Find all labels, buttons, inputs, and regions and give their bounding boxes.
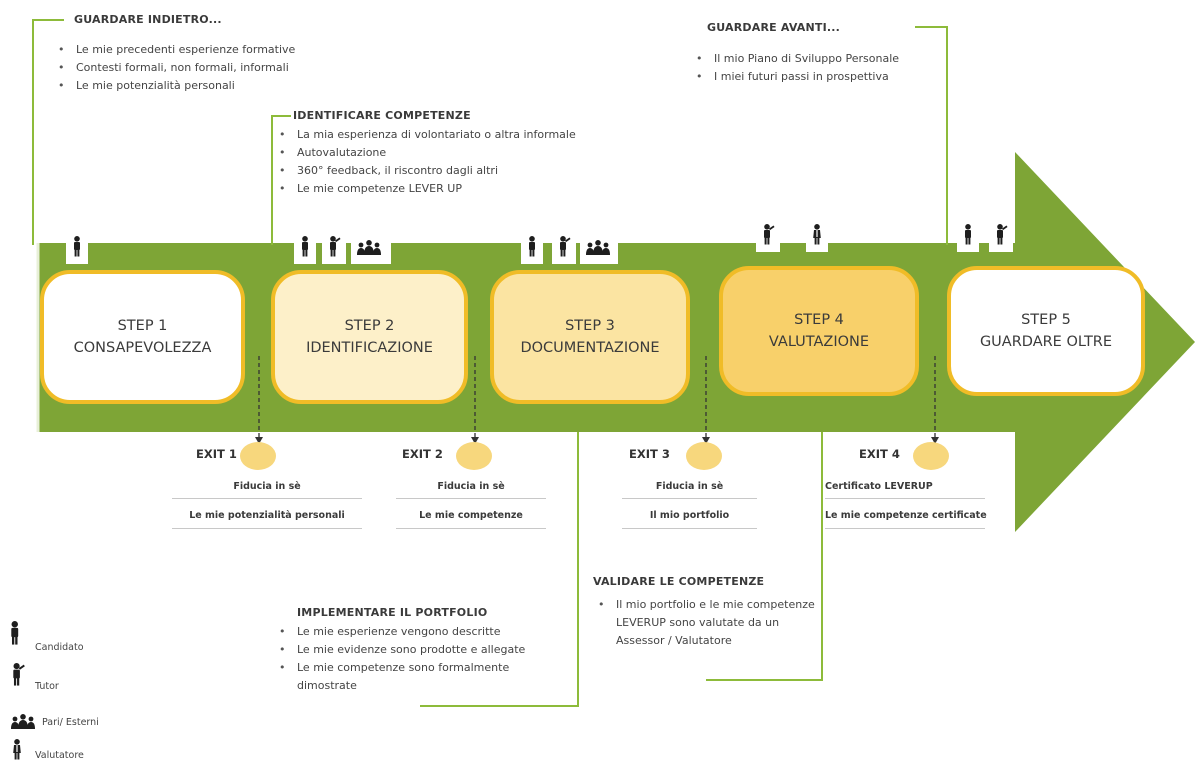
exit-1-row-2: Le mie potenzialità personali (189, 510, 345, 521)
step-2-number: STEP 2 (344, 318, 395, 334)
step-5-box: STEP 5 GUARDARE OLTRE (947, 266, 1145, 396)
assessor-icon (12, 739, 22, 760)
step-2-title: IDENTIFICAZIONE (306, 340, 433, 356)
list-item: Le mie esperienze vengono descritte (279, 623, 597, 641)
exit-3-marker (686, 442, 722, 470)
exit-3-divider (622, 528, 757, 529)
tutor-icon (9, 660, 27, 686)
list-item: Le mie competenze sono formalmente dimos… (279, 659, 557, 695)
step-1-number: STEP 1 (117, 318, 168, 334)
exit-3-row-2: Il mio portfolio (649, 510, 730, 521)
step-4-box: STEP 4 VALUTAZIONE (719, 266, 919, 396)
exit-2-row-2: Le mie competenze (419, 510, 523, 521)
exit-4-row-1: Certificato LEVERUP (825, 481, 933, 492)
exit-3-label: EXIT 3 (629, 447, 670, 461)
list-item: La mia esperienza di volontariato o altr… (279, 126, 582, 144)
exit-2-divider (396, 528, 546, 529)
step-3-number: STEP 3 (565, 318, 615, 334)
step-3-box: STEP 3 DOCUMENTAZIONE (490, 270, 690, 404)
step-5-title: GUARDARE OLTRE (979, 334, 1113, 350)
list-item: Le mie potenzialità personali (58, 77, 295, 95)
connector-identificare (271, 115, 291, 245)
exit-1-label: EXIT 1 (196, 447, 237, 461)
exit-1-row-1: Fiducia in sè (233, 481, 301, 492)
exit-2-divider (396, 498, 546, 499)
legend-label-tutor: Tutor (35, 681, 59, 692)
list-item: Le mie competenze LEVER UP (279, 180, 597, 198)
exit-4-row-2: Le mie competenze certificate (825, 510, 987, 521)
exit-3-row-1: Fiducia in sè (655, 481, 724, 492)
list-item: 360° feedback, il riscontro dagli altri (279, 162, 597, 180)
list-item: Il mio portfolio e le mie competenze LEV… (598, 596, 821, 650)
exit-2-label: EXIT 2 (402, 447, 443, 461)
validare-list: Il mio portfolio e le mie competenze LEV… (594, 596, 846, 650)
list-item: Contesti formali, non formali, informali (58, 59, 295, 77)
list-item: Il mio Piano di Sviluppo Personale (696, 50, 899, 68)
legend-label-pari: Pari/ Esterni (42, 717, 99, 728)
peers-icon (11, 714, 35, 730)
guardare-indietro-title: GUARDARE INDIETRO... (74, 13, 222, 26)
step-4-number: STEP 4 (794, 312, 844, 328)
step-2-box: STEP 2 IDENTIFICAZIONE (271, 270, 468, 404)
list-item: Autovalutazione (279, 144, 597, 162)
exit-4-divider (825, 498, 985, 499)
identificare-list: La mia esperienza di volontariato o altr… (275, 126, 597, 198)
validare-title: VALIDARE LE COMPETENZE (593, 575, 765, 588)
step-4-title: VALUTAZIONE (768, 334, 870, 350)
guardare-avanti-list: Il mio Piano di Sviluppo Personale I mie… (692, 50, 899, 86)
exit-1-divider (172, 528, 362, 529)
list-item: Le mie precedenti esperienze formative (58, 41, 295, 59)
exit-1-divider (172, 498, 362, 499)
legend-label-valutatore: Valutatore (35, 750, 84, 761)
guardare-indietro-list: Le mie precedenti esperienze formative C… (54, 41, 295, 95)
step-5-number: STEP 5 (1021, 312, 1071, 328)
exit-1-marker (240, 442, 276, 470)
connector-validare (706, 432, 823, 681)
step-1-box: STEP 1 CONSAPEVOLEZZA (40, 270, 245, 404)
connector-guardare-avanti (915, 26, 948, 245)
exit-4-divider (825, 528, 985, 529)
exit-3-divider (622, 498, 757, 499)
identificare-title: IDENTIFICARE COMPETENZE (293, 109, 471, 122)
step-1-title: CONSAPEVOLEZZA (73, 340, 212, 356)
candidate-icon (9, 620, 23, 646)
exit-2-row-1: Fiducia in sè (437, 481, 505, 492)
connector-guardare-indietro (32, 19, 64, 245)
legend-label-candidato: Candidato (35, 642, 84, 653)
implementare-title: IMPLEMENTARE IL PORTFOLIO (297, 606, 488, 619)
exit-2-marker (456, 442, 492, 470)
implementare-list: Le mie esperienze vengono descritte Le m… (275, 623, 597, 695)
step-3-title: DOCUMENTAZIONE (520, 340, 660, 356)
list-item: I miei futuri passi in prospettiva (696, 68, 899, 86)
guardare-avanti-title: GUARDARE AVANTI... (707, 21, 841, 34)
connector-implementare (420, 432, 579, 707)
list-item: Le mie evidenze sono prodotte e allegate (279, 641, 597, 659)
exit-4-marker (913, 442, 949, 470)
exit-4-label: EXIT 4 (859, 447, 900, 461)
